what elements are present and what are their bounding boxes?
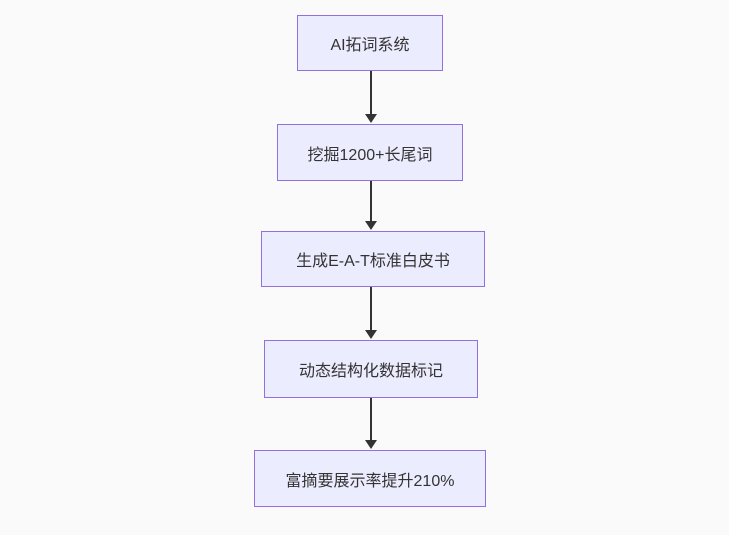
flow-arrow-down [365,398,377,449]
flow-arrow-down [365,71,377,123]
flow-node-label: 动态结构化数据标记 [298,363,443,380]
arrow-shaft [370,287,372,330]
arrowhead-down-icon [365,221,377,230]
arrow-shaft [370,71,372,114]
flow-node-label: 挖掘1200+长尾词 [307,146,433,164]
flow-node-structured-data-markup: 动态结构化数据标记 [264,340,478,398]
flow-node-label: 富摘要展示率提升210% [285,472,455,490]
flow-node-label: AI拓词系统 [330,37,410,54]
flow-node-eat-whitepaper: 生成E-A-T标准白皮书 [261,231,485,287]
flow-arrow-down [365,287,377,339]
flow-node-rich-snippet-result: 富摘要展示率提升210% [254,450,486,507]
arrowhead-down-icon [365,440,377,449]
arrow-shaft [370,398,372,440]
flow-arrow-down [365,181,377,230]
arrowhead-down-icon [365,114,377,123]
arrowhead-down-icon [365,330,377,339]
arrow-shaft [370,181,372,221]
flow-node-label: 生成E-A-T标准白皮书 [296,253,450,270]
flow-node-longtail-mining: 挖掘1200+长尾词 [277,124,463,181]
flow-node-ai-keyword-system: AI拓词系统 [297,15,443,71]
